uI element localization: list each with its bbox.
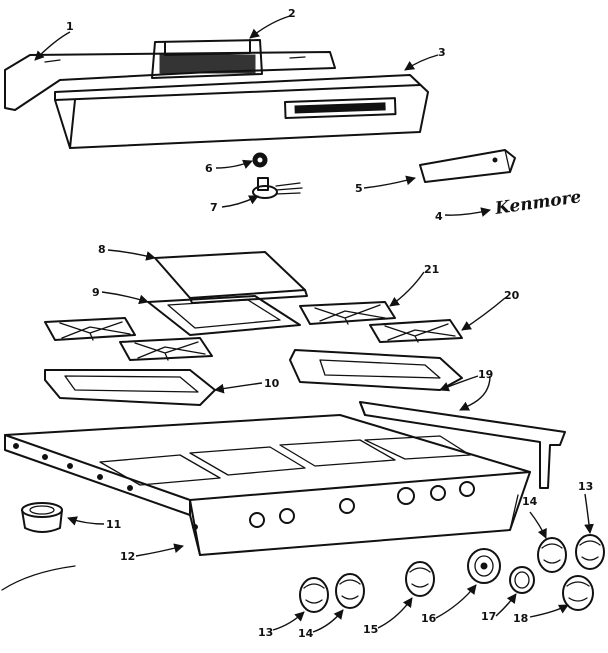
part-9-frame [147, 295, 301, 336]
part-4-nameplate: Kenmore [493, 187, 583, 219]
leader-lines [34, 15, 594, 633]
part-20-grate [369, 319, 463, 343]
callout-21: 21 [424, 263, 439, 276]
part-19-side-trim [359, 401, 566, 489]
part-12-top-frame [4, 414, 531, 556]
part-21-grate [299, 301, 396, 325]
callout-3: 3 [438, 46, 446, 59]
part-3-backguard-housing [54, 74, 429, 149]
part-7-switch [252, 177, 303, 199]
part-10-burner-pan [44, 369, 216, 406]
callout-5: 5 [355, 182, 363, 195]
callout-4: 4 [435, 210, 443, 223]
knob-15 [405, 561, 435, 597]
part-2-clock-bracket [151, 39, 263, 79]
part-5-bracket [419, 149, 516, 183]
callout-16: 16 [421, 612, 437, 625]
callout-14-right: 14 [522, 495, 538, 508]
part-8-cover [154, 251, 308, 304]
knob-16-dial [467, 548, 501, 584]
callout-17: 17 [481, 610, 496, 623]
knob-13-left [299, 577, 329, 613]
callout-7: 7 [210, 201, 218, 214]
brand-script: Kenmore [493, 187, 583, 219]
callout-6: 6 [205, 162, 213, 175]
knob-18 [562, 575, 594, 611]
part-6-bushing [252, 152, 268, 168]
callout-9: 9 [92, 286, 100, 299]
callout-1: 1 [66, 20, 74, 33]
part-11-cup [21, 502, 63, 533]
callout-12: 12 [120, 550, 135, 563]
knob-17 [509, 566, 535, 594]
left-grate-a [44, 317, 136, 341]
callout-20: 20 [504, 289, 520, 302]
callout-11: 11 [106, 518, 121, 531]
knob-13-right [575, 534, 605, 570]
floor-line [1, 565, 76, 591]
callout-labels: 1 2 3 4 5 6 7 8 9 10 11 12 13 14 15 16 1… [66, 7, 593, 640]
right-burner-pan [289, 349, 463, 391]
callout-18: 18 [513, 612, 528, 625]
callout-15: 15 [363, 623, 378, 636]
callout-10: 10 [264, 377, 280, 390]
callout-8: 8 [98, 243, 106, 256]
callout-2: 2 [288, 7, 296, 20]
knob-14-right [537, 537, 567, 573]
callout-13-left: 13 [258, 626, 273, 639]
knob-14-left [335, 573, 365, 609]
callout-14-left: 14 [298, 627, 314, 640]
callout-19: 19 [478, 368, 493, 381]
left-grate-b [119, 337, 213, 361]
callout-13-right: 13 [578, 480, 593, 493]
